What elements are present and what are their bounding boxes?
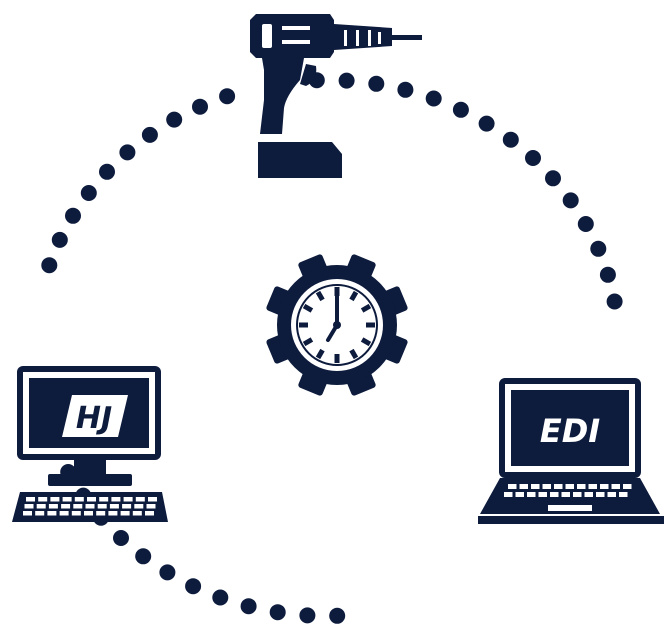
cycle-dot [51,231,68,248]
cycle-dot [185,578,202,595]
cycle-dot [159,564,176,581]
cycle-dot [80,185,97,201]
cycle-dot [240,598,257,615]
cycle-dot [606,293,623,310]
cycle-dot [562,192,579,209]
laptop-icon: EDI [478,378,664,524]
cycle-dot [135,548,152,565]
desktop-computer-icon: HJ [12,366,168,522]
cycle-dot [577,216,594,232]
cycle-dot [113,530,129,546]
cycle-dot [368,75,385,92]
cycle-dot [397,81,414,98]
dotted-cycle-ring [31,72,623,624]
cycle-dot [299,607,316,624]
cycle-dot [212,589,229,606]
cycle-dot [338,72,355,89]
cycle-dot [219,88,236,105]
cycle-dot [141,126,158,143]
cycle-dot [425,90,442,107]
cycle-dot [525,150,541,166]
cycle-dot [65,207,81,224]
desktop-screen-logo-text: HJ [76,401,112,436]
cycle-dot [599,266,616,283]
cycle-dot [269,604,286,621]
gear-clock-icon [266,254,408,396]
cycle-dot [119,144,136,161]
power-drill-icon [250,14,422,178]
cycle-dot [452,101,469,118]
cycle-dot [478,115,495,132]
cycle-dot [590,240,607,257]
cycle-dot [192,98,208,115]
cycle-dot [502,131,519,148]
cycle-dot [99,163,115,180]
cycle-dot [166,111,183,128]
cycle-dot [329,607,346,624]
cycle-dot [41,257,58,274]
cycle-dot [545,170,561,187]
laptop-screen-text: EDI [540,412,600,450]
